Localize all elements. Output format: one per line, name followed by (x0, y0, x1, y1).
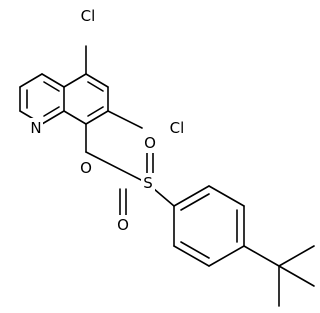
bond (85, 73, 109, 88)
atom-o-ester: O (79, 158, 93, 178)
bond (41, 73, 65, 88)
o-top-label: O (144, 134, 156, 152)
bond (85, 110, 109, 125)
bond (243, 245, 280, 267)
o-ester-label: O (80, 159, 92, 177)
atom-o-top: O (143, 133, 157, 153)
bond (278, 245, 315, 267)
n-label: N (30, 119, 41, 137)
bond (19, 73, 43, 88)
cl5-label: Cl (81, 7, 96, 25)
bond (85, 151, 148, 184)
s-label: S (143, 174, 153, 192)
bond (63, 73, 87, 88)
bond (278, 265, 315, 287)
bond (87, 81, 104, 92)
atom-labels: Cl Cl N O S O O (29, 6, 189, 235)
bonds (19, 45, 315, 307)
atom-o-bottom: O (116, 215, 130, 235)
atom-n: N (29, 118, 43, 138)
atom-s: S (141, 173, 155, 193)
bond (208, 185, 245, 207)
bond (208, 245, 245, 267)
atom-cl5: Cl (77, 6, 100, 26)
bond (173, 185, 210, 207)
bond (87, 106, 104, 117)
bond (63, 110, 87, 125)
bond (173, 245, 210, 267)
o-bottom-label: O (117, 216, 129, 234)
bond (43, 106, 60, 117)
bond (180, 193, 210, 211)
bond (107, 110, 143, 129)
bond (41, 110, 65, 125)
bond (43, 81, 60, 92)
bond (180, 241, 210, 259)
atom-cl7: Cl (166, 118, 189, 138)
cl7-label: Cl (170, 119, 185, 137)
